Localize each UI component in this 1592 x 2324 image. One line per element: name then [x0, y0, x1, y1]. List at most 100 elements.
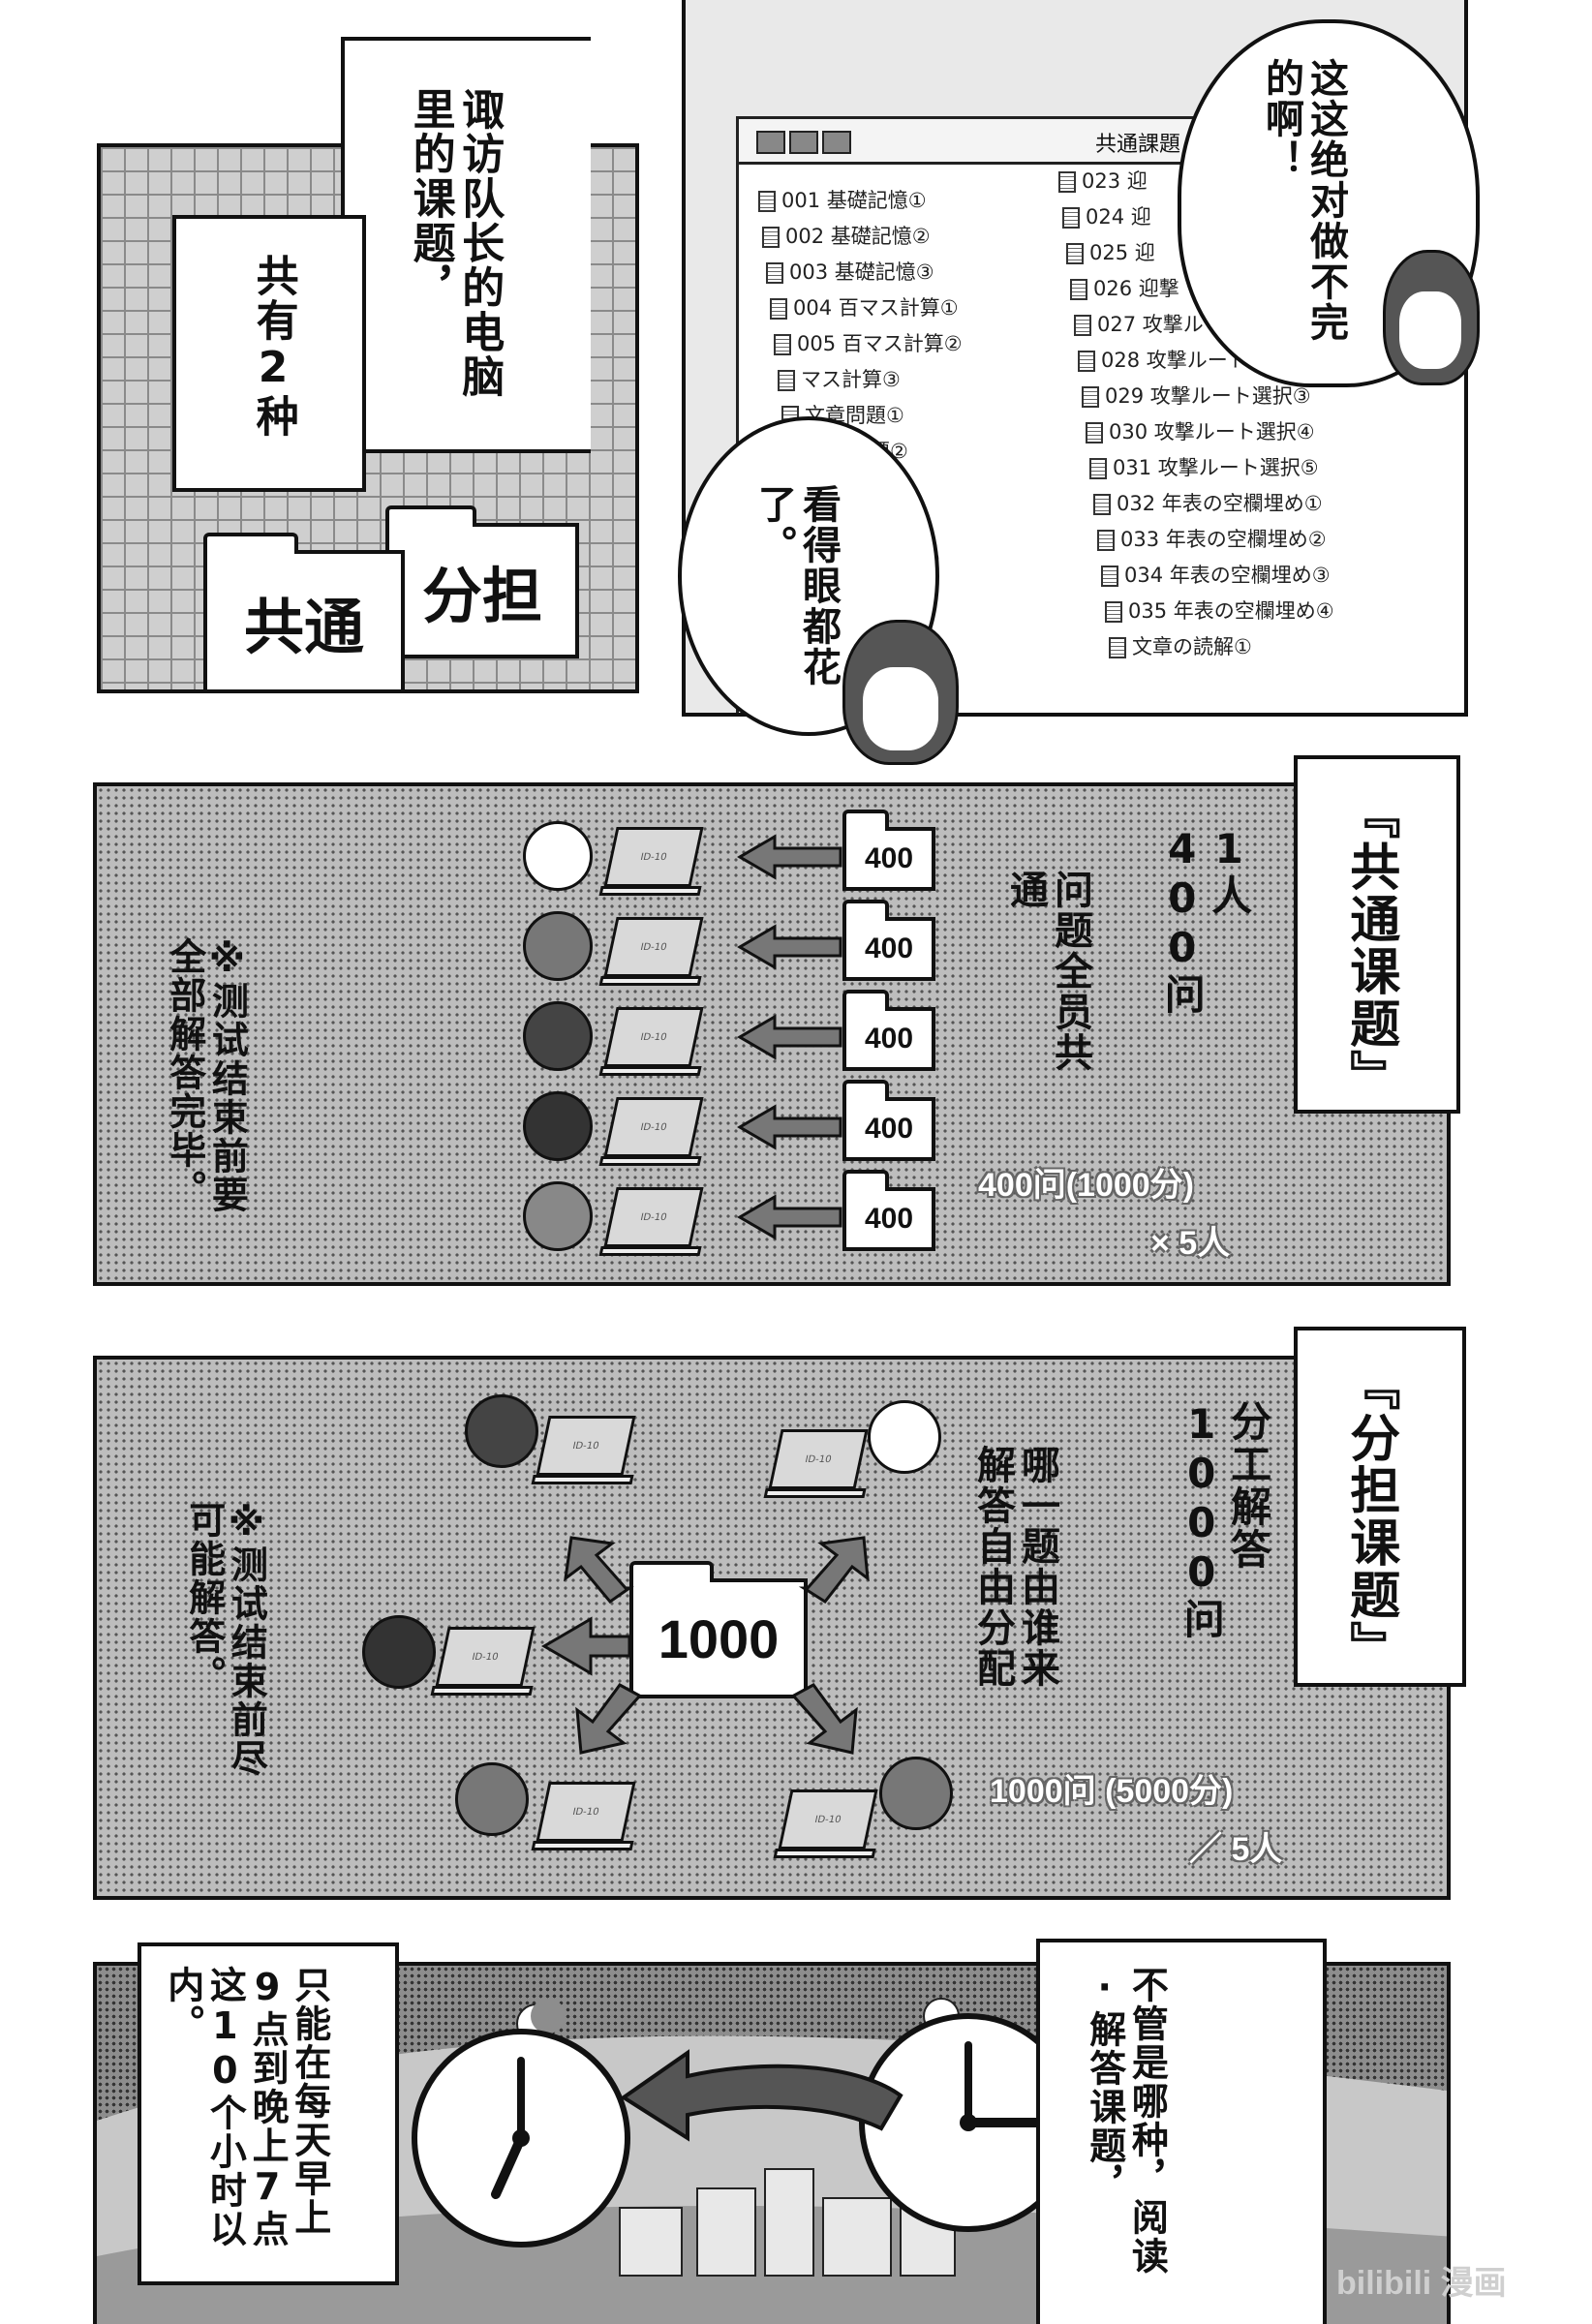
file-label: 文章の読解①	[1132, 635, 1252, 658]
speech-bubble-2	[678, 416, 939, 736]
file-label: 004 百マス計算①	[793, 296, 959, 320]
laptop-a: ID-10	[536, 1416, 636, 1476]
stat-shared-2: ／ 5人	[1189, 1831, 1283, 1868]
file-label: 023 迎	[1082, 169, 1148, 193]
laptop-d: ID-10	[536, 1782, 636, 1842]
file-label: 025 迎	[1089, 241, 1155, 264]
file-label: 035 年表の空欄埋め④	[1128, 599, 1334, 623]
file-item[interactable]: 029 攻撃ルート選択③	[1058, 381, 1334, 416]
laptop: ID-10	[603, 827, 704, 887]
folder-common: 共通	[203, 533, 405, 693]
document-icon	[1082, 386, 1099, 408]
document-icon	[1070, 279, 1087, 300]
note-shared: ※测试结束前尽可能解答。	[182, 1501, 268, 1778]
laptop: ID-10	[603, 917, 704, 977]
file-label: 031 攻撃ルート選択⑤	[1113, 456, 1319, 479]
stat-common-2: × 5人	[1150, 1225, 1231, 1262]
laptop: ID-10	[603, 1097, 704, 1157]
document-icon	[1097, 530, 1115, 551]
document-icon	[770, 298, 787, 320]
file-item[interactable]: 033 年表の空欄埋め②	[1058, 524, 1334, 560]
file-item[interactable]: 032 年表の空欄埋め①	[1058, 488, 1334, 524]
document-icon	[1078, 351, 1095, 372]
arrow-left	[737, 1014, 842, 1060]
time-arrow	[620, 2049, 903, 2142]
member-face	[523, 1091, 593, 1161]
member-face-e	[879, 1757, 953, 1830]
document-icon	[1058, 171, 1076, 193]
arrow-left	[737, 1104, 842, 1150]
file-label: 027 攻撃ル	[1097, 313, 1204, 336]
member-face	[523, 911, 593, 981]
speech-text-1: 这这绝对做不完的啊！	[1259, 58, 1348, 343]
file-item[interactable]: 001 基礎記憶①	[758, 185, 963, 221]
member-face-c	[362, 1615, 436, 1689]
file-item[interactable]: 023 迎	[1058, 166, 1334, 201]
member-face-d	[455, 1762, 529, 1836]
file-label: 003 基礎記憶③	[789, 260, 934, 284]
narration-box-2	[172, 215, 366, 492]
member-face	[523, 821, 593, 891]
document-icon	[1089, 458, 1107, 479]
folder-shared-1000: 1000	[629, 1561, 808, 1698]
speech-text-2: 看得眼都花了。	[751, 484, 841, 688]
folder-400: 400	[842, 810, 935, 891]
folder-400: 400	[842, 900, 935, 981]
document-icon	[758, 191, 776, 212]
file-item[interactable]: 034 年表の空欄埋め③	[1058, 560, 1334, 596]
file-item[interactable]: 026 迎撃	[1058, 273, 1334, 309]
note-common: ※测试结束前要全部解答完毕。	[163, 937, 249, 1214]
clock-left	[412, 2029, 630, 2248]
file-label: 024 迎	[1086, 205, 1151, 229]
laptop: ID-10	[603, 1187, 704, 1247]
title-shared: 『分担课题』	[1340, 1360, 1399, 1673]
arrow-left	[737, 1194, 842, 1240]
window-btn-1[interactable]	[756, 131, 785, 154]
document-icon	[1066, 243, 1084, 264]
file-label: 002 基礎記憶②	[785, 225, 931, 248]
file-item[interactable]: マス計算③	[758, 364, 963, 400]
desc-shared-2: 哪一题由谁来解答自由分配	[970, 1445, 1059, 1689]
file-item[interactable]: 035 年表の空欄埋め④	[1058, 596, 1334, 631]
file-item[interactable]: 004 百マス計算①	[758, 292, 963, 328]
character-face-2	[842, 620, 959, 765]
narration-box-either	[1036, 1939, 1327, 2324]
file-item[interactable]: 003 基礎記憶③	[758, 257, 963, 292]
title-box-common	[1294, 755, 1460, 1114]
laptop-b: ID-10	[768, 1429, 869, 1489]
folder-400: 400	[842, 1170, 935, 1251]
file-label: 001 基礎記憶①	[781, 189, 927, 212]
file-label: マス計算③	[801, 368, 901, 391]
document-icon	[1093, 494, 1111, 515]
window-btn-2[interactable]	[789, 131, 818, 154]
file-item[interactable]: 030 攻撃ルート選択④	[1058, 416, 1334, 452]
file-item[interactable]: 文章の読解①	[1058, 631, 1334, 667]
folder-400: 400	[842, 1080, 935, 1161]
file-item[interactable]: 005 百マス計算②	[758, 328, 963, 364]
member-face-b	[868, 1400, 941, 1474]
file-item[interactable]: 024 迎	[1058, 201, 1334, 237]
file-item[interactable]: 002 基礎記憶②	[758, 221, 963, 257]
document-icon	[1062, 207, 1080, 229]
file-label: 026 迎撃	[1093, 277, 1179, 300]
member-face-a	[465, 1394, 538, 1468]
folder-share: 分担	[385, 505, 579, 658]
laptop-e: ID-10	[778, 1789, 878, 1850]
file-label: 030 攻撃ルート選択④	[1109, 420, 1315, 443]
file-item[interactable]: 031 攻撃ルート選択⑤	[1058, 452, 1334, 488]
watermark: bilibili 漫画	[1336, 2265, 1507, 2302]
laptop-c: ID-10	[435, 1627, 536, 1687]
narration-text-2: 共有2种	[248, 254, 298, 439]
desc-common-1: 1人400问	[1158, 825, 1253, 1016]
file-item[interactable]: 027 攻撃ル	[1058, 309, 1334, 345]
member-face	[523, 1181, 593, 1251]
file-item[interactable]: 025 迎	[1058, 237, 1334, 273]
narration-either: 不管是哪种，阅读·解答课题，	[1083, 1966, 1169, 2276]
file-label: 032 年表の空欄埋め①	[1117, 492, 1323, 515]
window-title: 共通課題	[1095, 132, 1181, 156]
member-face	[523, 1001, 593, 1071]
document-icon	[766, 262, 783, 284]
stat-common-1: 400问(1000分)	[978, 1167, 1195, 1204]
window-btn-3[interactable]	[822, 131, 851, 154]
